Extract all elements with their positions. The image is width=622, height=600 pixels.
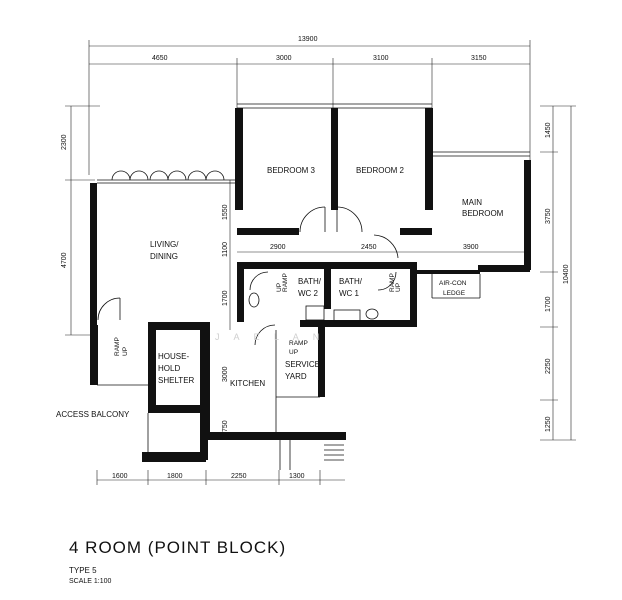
dim-bottom-4: 1300 — [289, 473, 305, 480]
bottom-dimensions: 1600 1800 2250 1300 — [96, 470, 345, 485]
label-service-up: UP — [289, 349, 298, 356]
room-labels: BEDROOM 3 BEDROOM 2 MAIN BEDROOM LIVING/… — [56, 166, 504, 419]
dim-top-total: 13900 — [298, 36, 318, 43]
dim-right-2: 3750 — [545, 208, 552, 224]
stairs — [279, 440, 344, 470]
dim-inner-1: 2900 — [270, 244, 286, 251]
ramp-entry-up: UP — [122, 347, 129, 356]
ramp-bath2-ramp: RAMP — [282, 273, 289, 292]
dim-top-1: 4650 — [152, 55, 168, 62]
label-bath2-2: WC 2 — [298, 289, 319, 298]
label-living-2: DINING — [150, 252, 178, 261]
label-bedroom-2: BEDROOM 2 — [356, 166, 405, 175]
label-bath2-1: BATH/ — [298, 277, 322, 286]
fixtures — [248, 292, 379, 323]
dim-inner-v3: 1700 — [222, 290, 229, 306]
label-service-2: YARD — [285, 372, 307, 381]
dim-right-3: 1700 — [545, 296, 552, 312]
plan-title: 4 ROOM (POINT BLOCK) — [69, 538, 287, 557]
dim-top-4: 3150 — [471, 55, 487, 62]
dim-right-4: 2250 — [545, 358, 552, 374]
dim-inner-v2: 1100 — [222, 242, 229, 257]
inner-dimensions: 2900 2450 3900 1550 1100 1700 3000 750 — [222, 180, 530, 432]
walls — [90, 103, 531, 462]
label-bedroom-3: BEDROOM 3 — [267, 166, 316, 175]
label-kitchen: KITCHEN — [230, 379, 265, 388]
left-dimensions: 2300 4700 — [61, 105, 100, 336]
dim-top-2: 3000 — [276, 55, 292, 62]
label-main-bedroom-1: MAIN — [462, 198, 482, 207]
label-aircon-1: AIR-CON — [439, 280, 467, 287]
dim-inner-3: 3900 — [463, 244, 479, 251]
label-bath1-1: BATH/ — [339, 277, 363, 286]
ramp-entry-ramp: RAMP — [114, 337, 121, 356]
right-dimensions: 1450 3750 1700 2250 1250 10400 — [540, 105, 576, 441]
plan-type: TYPE 5 — [69, 566, 97, 575]
dim-left-2: 4700 — [61, 252, 68, 268]
dim-inner-2: 2450 — [361, 244, 377, 251]
label-shelter-1: HOUSE- — [158, 352, 189, 361]
dim-right-1: 1450 — [545, 122, 552, 138]
label-service-1: SERVICE — [285, 360, 320, 369]
dim-top-3: 3100 — [373, 55, 389, 62]
doors — [97, 206, 399, 346]
top-dimensions: 13900 4650 3000 3100 3150 — [88, 36, 531, 175]
watermark-text: J A E L A N — [215, 332, 325, 342]
label-living-1: LIVING/ — [150, 240, 179, 249]
dim-shelter-1: 3000 — [222, 366, 229, 382]
ramp-labels: RAMP UP RAMP UP RAMP UP — [114, 273, 402, 356]
label-bath1-2: WC 1 — [339, 289, 360, 298]
label-shelter-3: SHELTER — [158, 376, 195, 385]
ramp-bath1-up: UP — [395, 283, 402, 292]
dim-bottom-3: 2250 — [231, 473, 247, 480]
label-main-bedroom-2: BEDROOM — [462, 209, 504, 218]
dim-inner-v1: 1550 — [222, 204, 229, 220]
label-shelter-2: HOLD — [158, 364, 180, 373]
ramp-bath1-ramp: RAMP — [389, 273, 396, 292]
dim-bottom-1: 1600 — [112, 473, 128, 480]
label-service-ramp: RAMP — [289, 340, 308, 347]
label-aircon-2: LEDGE — [443, 290, 466, 297]
dim-right-5: 1250 — [545, 416, 552, 432]
dim-bottom-2: 1800 — [167, 473, 183, 480]
dim-shelter-2: 750 — [222, 420, 229, 432]
living-windows — [111, 170, 225, 181]
dim-right-total: 10400 — [563, 264, 570, 284]
plan-scale: SCALE 1:100 — [69, 578, 112, 585]
dim-left-1: 2300 — [61, 134, 68, 150]
ramp-bath2-up: UP — [276, 283, 283, 292]
label-access-balcony: ACCESS BALCONY — [56, 410, 130, 419]
